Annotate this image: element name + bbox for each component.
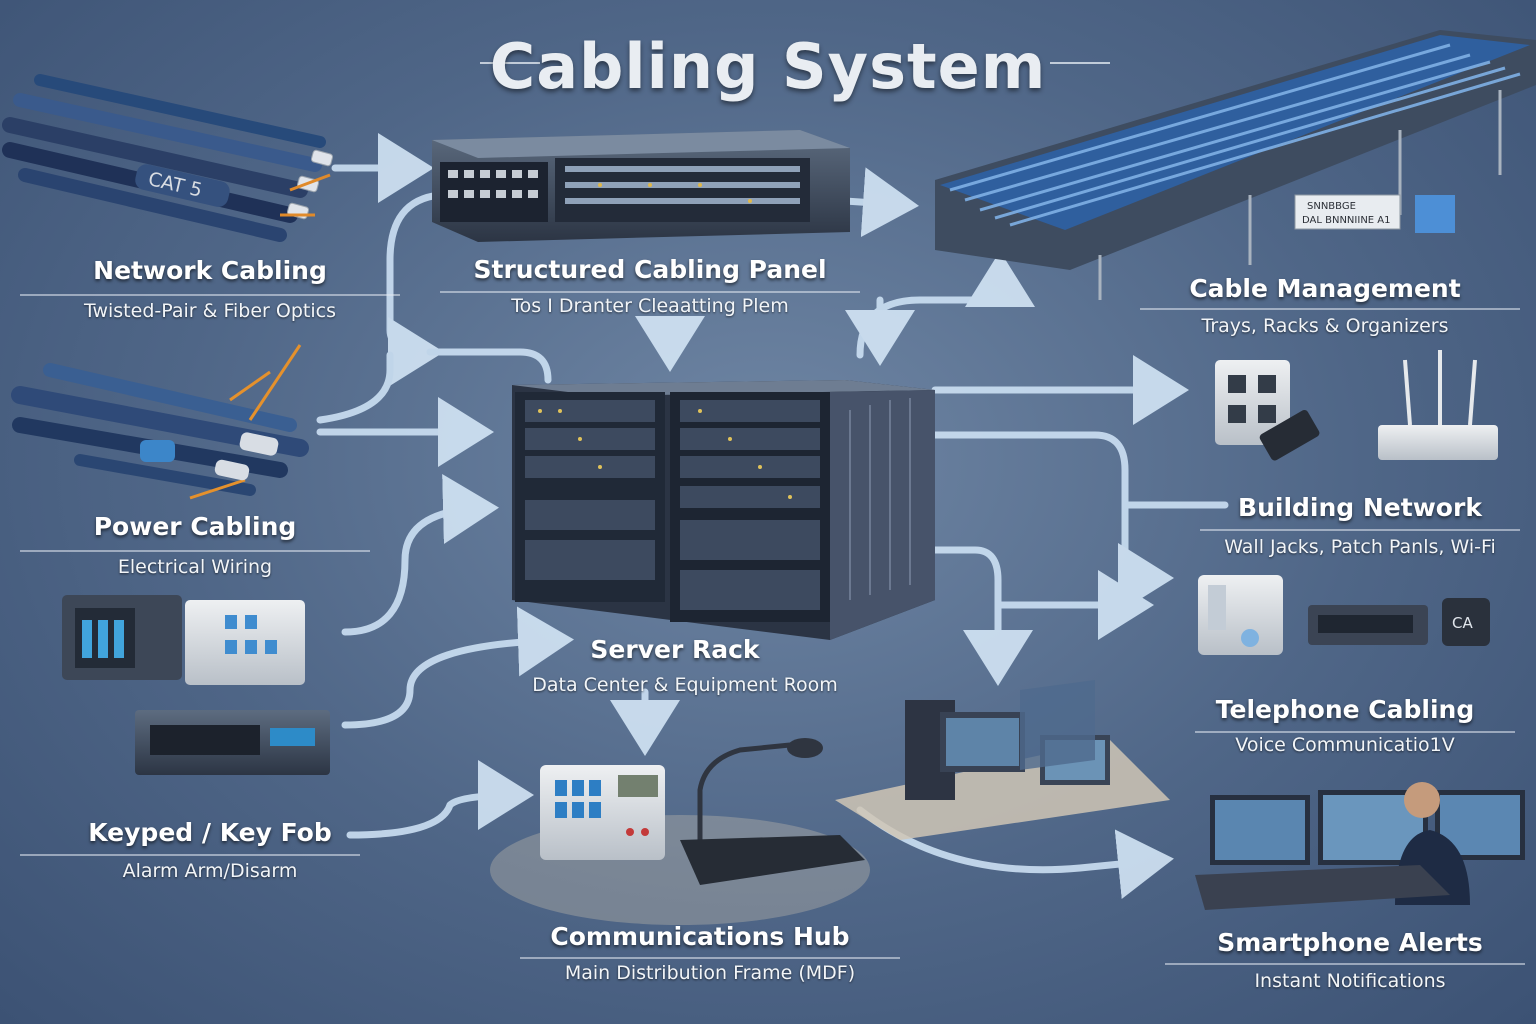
rule-keypad: [20, 854, 360, 856]
wall-jack-illustration: [1215, 360, 1320, 461]
arrow-rack-to-phone: [876, 546, 1033, 686]
key-pad-tag-illustration: CA: [1442, 598, 1490, 646]
cable-tray-illustration: SNNBBGE DAL BNNNIINE A1: [935, 30, 1536, 300]
desk-phone-illustration: [1308, 605, 1428, 645]
sub-smartphone-alerts: Instant Notifications: [1254, 970, 1446, 992]
label-building-network: Building Network: [1238, 493, 1482, 522]
sub-structured-panel: Tos I Dranter Cleaatting Plem: [511, 295, 789, 317]
comm-hub-illustration: [540, 738, 865, 885]
arrow-keyfob-to-hub: [346, 760, 534, 839]
sub-power-cabling: Electrical Wiring: [117, 556, 273, 578]
rule-power-cabling: [20, 550, 370, 552]
tray-tag-line1: SNNBBGE: [1307, 201, 1356, 212]
arrow-keypad-to-rack: [341, 606, 574, 729]
dvr-unit-illustration: [135, 710, 330, 775]
wifi-router-illustration: [1378, 350, 1498, 460]
sub-comm-hub: Main Distribution Frame (MDF): [564, 962, 856, 984]
arrow-power-to-rack: [341, 474, 499, 636]
rule-comm-hub: [520, 957, 900, 959]
label-cable-management: Cable Management: [1189, 274, 1461, 303]
connection-arrows: [316, 133, 1229, 900]
sub-keypad: Alarm Arm/Disarm: [122, 860, 298, 882]
sub-telephone-cabling: Voice Communicatio1V: [1235, 734, 1455, 756]
rule-network-cabling: [20, 294, 400, 296]
arrow-power-up: [316, 351, 394, 424]
page-title: Cabling System: [489, 30, 1047, 103]
label-telephone-cabling: Telephone Cabling: [1215, 695, 1475, 724]
label-smartphone-alerts: Smartphone Alerts: [1217, 928, 1483, 957]
label-structured-panel: Structured Cabling Panel: [473, 255, 827, 284]
label-keypad: Keyped / Key Fob: [88, 818, 332, 847]
patch-panel-illustration: [432, 130, 850, 242]
rule-cable-management: [1140, 308, 1520, 310]
rule-building-network: [1200, 529, 1520, 531]
rule-telephone-cabling: [1195, 731, 1515, 733]
title-rule-right: [1050, 62, 1110, 64]
sub-network-cabling: Twisted-Pair & Fiber Optics: [84, 300, 336, 322]
sub-building-network: Wall Jacks, Patch Panls, Wi-Fi: [1224, 536, 1496, 558]
power-cables-illustration: [11, 344, 309, 500]
label-server-rack: Server Rack: [590, 635, 760, 664]
sub-cable-management: Trays, Racks & Organizers: [1201, 315, 1449, 337]
phone-panel-illustration: [1198, 575, 1283, 655]
monitoring-station-illustration: [835, 680, 1170, 840]
title-rule-left: [480, 62, 540, 64]
server-rack-illustration: [512, 380, 935, 640]
rule-structured-panel: [440, 291, 860, 293]
arrow-panel-loop-to-rack: [386, 191, 444, 387]
rule-smartphone-alerts: [1165, 963, 1525, 965]
arrow-loop-to-rack-top: [426, 348, 552, 384]
label-power-cabling: Power Cabling: [93, 512, 297, 541]
network-cables-illustration: CAT 5: [2, 74, 334, 242]
label-network-cabling: Network Cabling: [93, 256, 327, 285]
label-comm-hub: Communications Hub: [550, 922, 850, 951]
alarm-panel-illustration: [62, 595, 305, 685]
operator-desk-illustration: [1195, 782, 1525, 910]
tray-tag-line2: DAL BNNNIINE A1: [1302, 215, 1391, 226]
pad-tag-text: CA: [1452, 614, 1473, 632]
sub-server-rack: Data Center & Equipment Room: [532, 674, 838, 696]
